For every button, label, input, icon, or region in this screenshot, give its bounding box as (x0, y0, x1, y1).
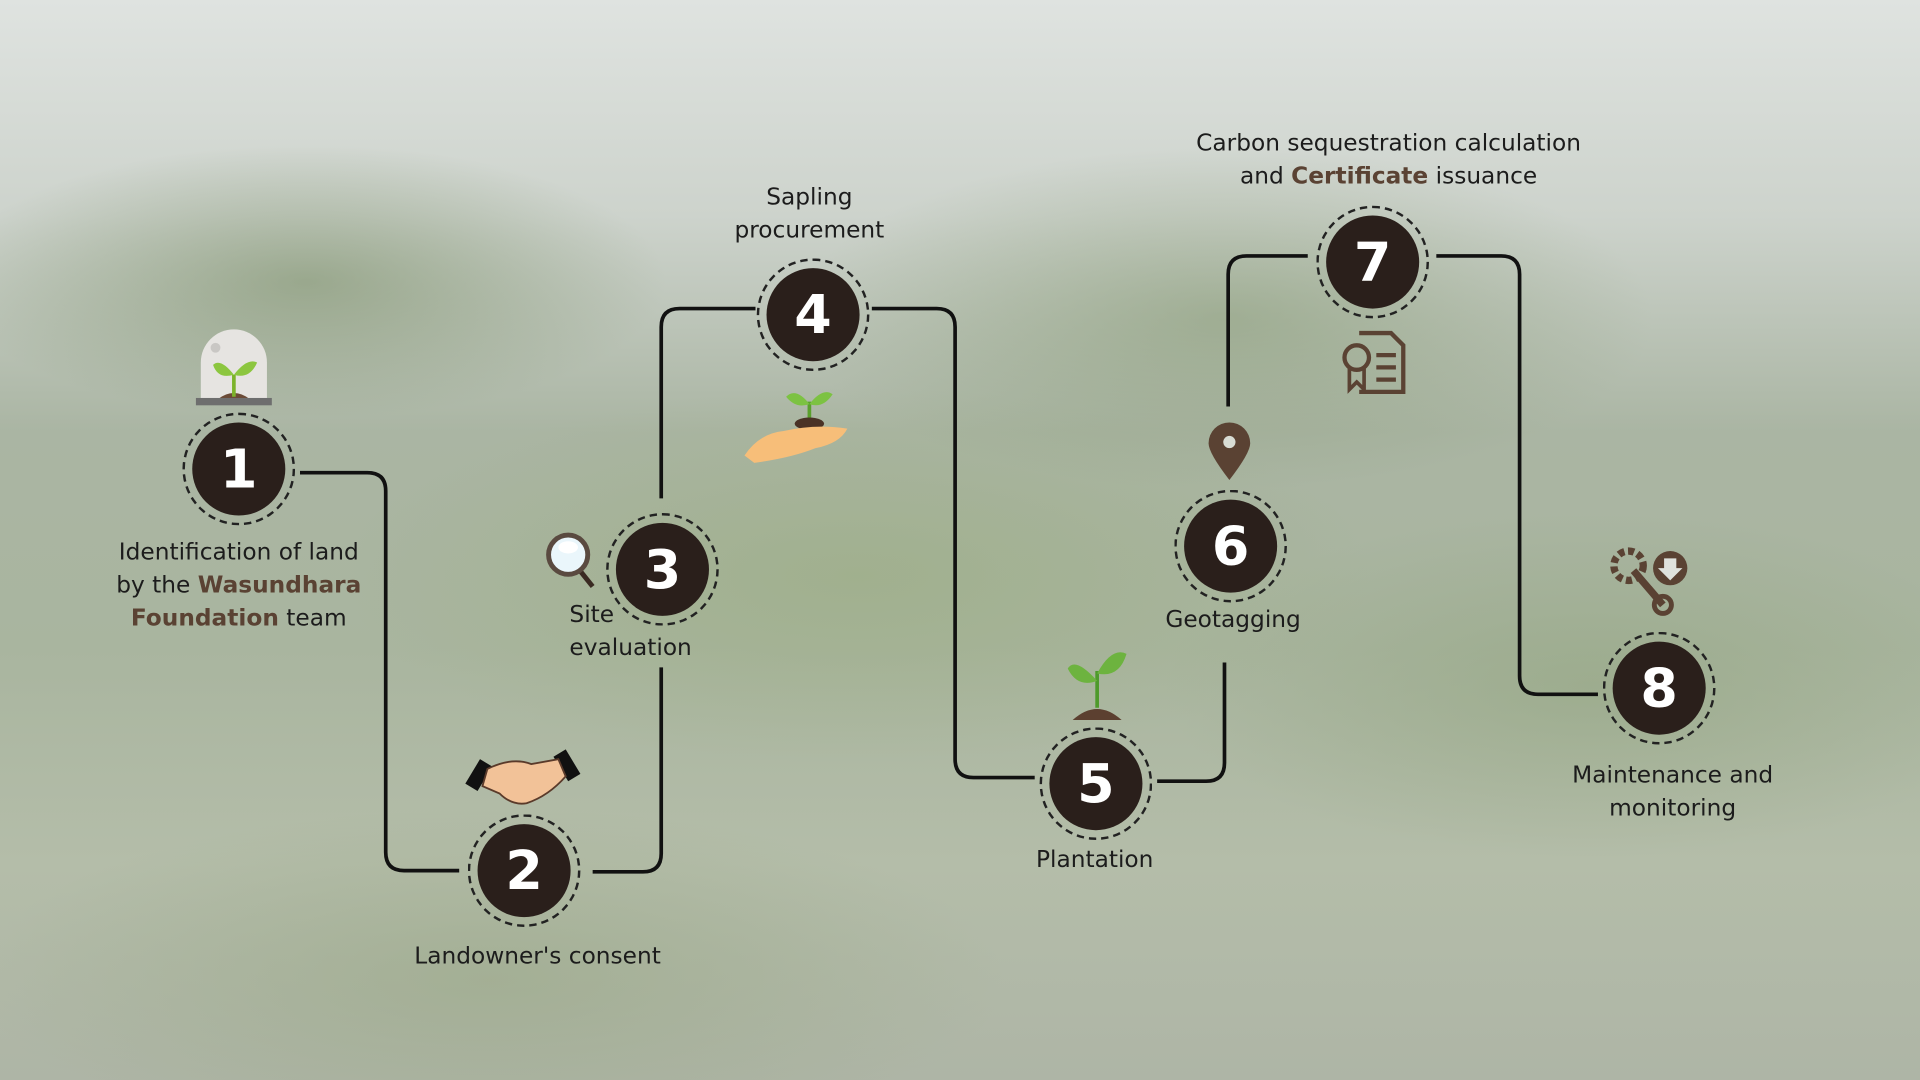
step-7-label: Carbon sequestration calculation and Cer… (1196, 127, 1581, 193)
connector-5-6 (1157, 662, 1227, 784)
label-text: issuance (1428, 162, 1538, 190)
step-8-node: 8 (1602, 631, 1716, 745)
step-number: 1 (192, 422, 286, 516)
connector-4-5 (871, 306, 1035, 780)
sprout-icon (1067, 652, 1127, 721)
certificate-icon (1342, 330, 1406, 394)
step-number: 2 (477, 824, 571, 918)
step-1-label: Identification of land by the Wasundhara… (116, 536, 361, 635)
step-5-node: 5 (1039, 727, 1153, 841)
step-3-node: 3 (606, 513, 719, 626)
hand-sapling-icon (744, 392, 848, 463)
label-line: Carbon sequestration calculation (1196, 129, 1581, 157)
step-number: 8 (1612, 641, 1706, 735)
handshake-icon (465, 749, 581, 805)
sapling-dome-icon (195, 329, 272, 406)
label-text: and (1239, 162, 1292, 190)
step-2-node: 2 (467, 814, 581, 927)
connector-3-4 (659, 306, 756, 499)
label-line: Identification of land (118, 538, 359, 566)
step-6-label: Geotagging (1165, 606, 1301, 634)
label-line: procurement (734, 216, 885, 244)
highlight-text: Foundation (130, 604, 279, 632)
step-7-node: 7 (1316, 205, 1429, 319)
map-pin-icon (1208, 422, 1251, 481)
label-text: team (278, 604, 347, 632)
step-4-node: 4 (756, 258, 870, 372)
tools-gear-icon (1610, 547, 1688, 616)
label-line: monitoring (1609, 794, 1737, 822)
label-line: evaluation (569, 634, 692, 662)
step-8-label: Maintenance and monitoring (1572, 759, 1773, 825)
connector-1-2 (300, 470, 460, 873)
step-number: 4 (766, 268, 860, 362)
step-6-node: 6 (1174, 489, 1287, 603)
label-line: Sapling (766, 183, 853, 211)
label-text: by the (116, 571, 198, 599)
magnifier-icon (546, 532, 595, 589)
step-number: 5 (1049, 737, 1143, 831)
step-number: 7 (1326, 215, 1420, 309)
connector-6-7 (1226, 254, 1308, 407)
connector-2-3 (592, 667, 664, 874)
step-number: 3 (615, 522, 709, 616)
connector-7-8 (1436, 254, 1598, 697)
highlight-text: Wasundhara (197, 571, 362, 599)
step-2-label: Landowner's consent (414, 942, 661, 970)
step-1-node: 1 (182, 412, 296, 526)
step-5-label: Plantation (1035, 846, 1154, 874)
step-4-label: Sapling procurement (734, 181, 884, 247)
highlight-text: Certificate (1291, 162, 1429, 190)
step-3-label: Site evaluation (569, 599, 691, 665)
label-line: Site (569, 601, 615, 629)
step-number: 6 (1184, 499, 1278, 593)
label-line: Maintenance and (1572, 761, 1774, 789)
